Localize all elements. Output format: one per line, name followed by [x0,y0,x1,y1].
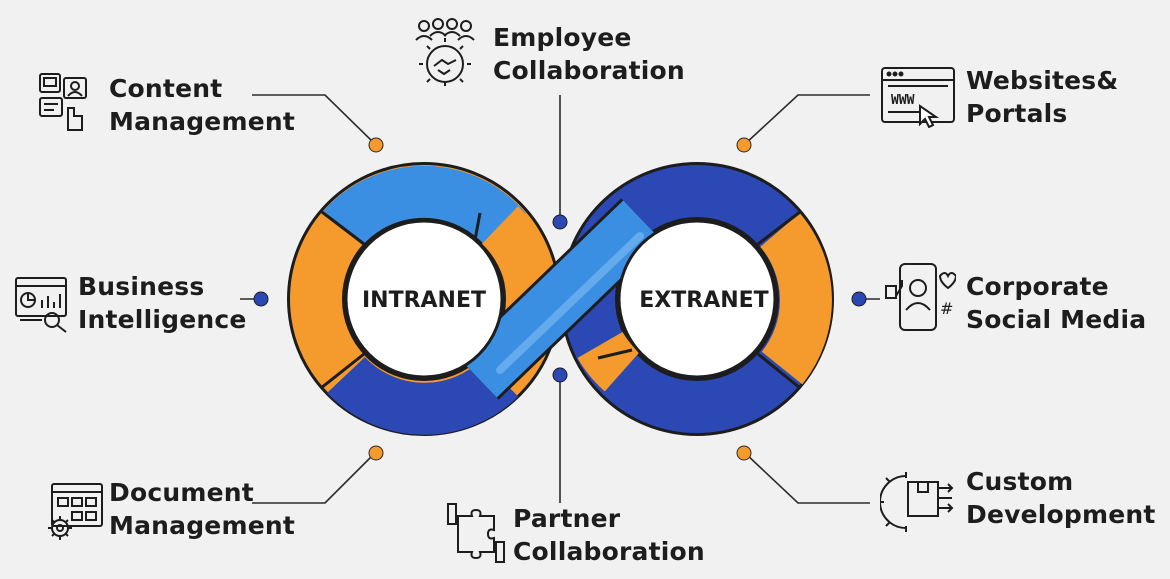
label-corporate-social-media: Corporate Social Media [966,270,1146,336]
handshake-gear-icon [415,18,475,86]
analytics-dashboard-icon [15,277,67,333]
corporate-social-media-line2: Social Media [966,305,1147,334]
content-management-line1: Content [109,74,223,103]
content-management-icon [39,73,87,131]
connector-document-management [252,452,376,504]
label-business-intelligence: Business Intelligence [78,270,247,336]
content-management-line2: Management [109,107,296,136]
social-phone-icon: # [885,263,956,331]
partner-collaboration-line1: Partner [513,504,621,533]
dot-business-intelligence [253,291,269,307]
dot-partner-collaboration [552,367,568,383]
crossing-band [459,200,661,398]
dot-document-management [368,445,384,461]
document-gear-icon [48,483,103,540]
infinity-loop: INTRANET EXTRANET [287,162,834,436]
label-partner-collaboration: Partner Collaboration [513,502,705,568]
right-ring-right-segment [759,213,832,385]
business-intelligence-line1: Business [78,272,205,301]
gear-box-icon [880,472,954,532]
connector-custom-development [744,452,870,504]
label-content-management: Content Management [109,72,295,138]
dot-content-management [368,137,384,153]
document-management-line2: Management [109,511,296,540]
extranet-label: EXTRANET [639,288,768,313]
dot-employee-collaboration [552,214,568,230]
dot-corporate-social-media [851,291,867,307]
left-ring-top-segment [323,165,526,248]
left-ring-bottom-segment [327,356,519,435]
custom-development-line2: Development [966,500,1156,529]
connector-content-management [252,94,376,145]
custom-development-line1: Custom [966,467,1074,496]
websites-portals-line1: Websites& [966,66,1119,95]
partner-collaboration-line2: Collaboration [513,537,705,566]
employee-collaboration-line2: Collaboration [493,56,685,85]
document-management-line1: Document [109,478,254,507]
browser-www-icon: WWW [881,67,955,128]
label-websites-portals: Websites& Portals [966,64,1118,130]
label-custom-development: Custom Development [966,465,1156,531]
label-document-management: Document Management [109,476,295,542]
connector-lines [240,94,880,504]
business-intelligence-line2: Intelligence [78,305,247,334]
puzzle-hands-icon [447,503,505,563]
svg-text:WWW: WWW [891,93,915,108]
svg-text:#: # [940,299,953,318]
websites-portals-line2: Portals [966,99,1068,128]
corporate-social-media-line1: Corporate [966,272,1109,301]
connector-websites-portals [744,94,870,145]
employee-collaboration-line1: Employee [493,23,632,52]
intranet-label: INTRANET [362,288,486,313]
dot-custom-development [736,445,752,461]
label-employee-collaboration: Employee Collaboration [493,21,685,87]
dot-websites-portals [736,137,752,153]
